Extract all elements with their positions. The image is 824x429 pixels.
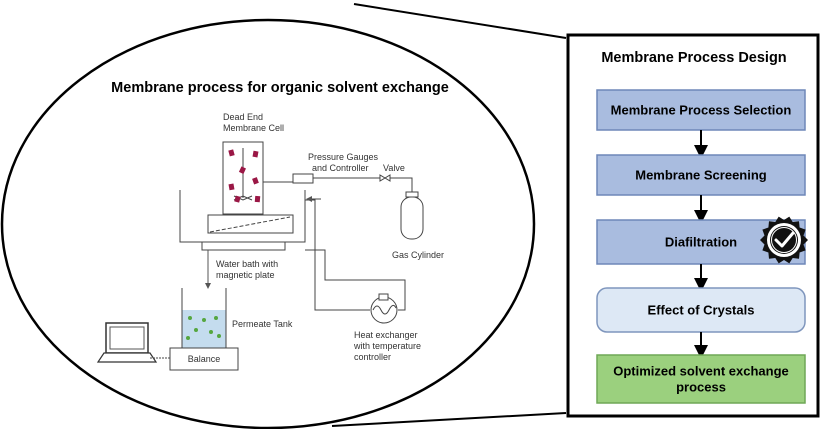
- label-heat-3: controller: [354, 352, 391, 362]
- right-title: Membrane Process Design: [601, 50, 786, 66]
- step-box-5: [596, 354, 806, 404]
- step-label-4: Effect of Crystals: [648, 303, 755, 318]
- step-label-3: Diafiltration: [665, 235, 737, 250]
- label-heat-1: Heat exchanger: [354, 330, 418, 340]
- step-label-5: Optimized solvent exchange: [613, 364, 789, 379]
- label-permeate-tank: Permeate Tank: [232, 319, 293, 329]
- computer-icon: [96, 322, 170, 363]
- label-valve: Valve: [383, 163, 405, 173]
- label-water-bath-2: magnetic plate: [216, 270, 275, 280]
- water-bath: [179, 190, 306, 251]
- permeate-tank: [181, 288, 227, 349]
- left-title: Membrane process for organic solvent exc…: [111, 80, 449, 96]
- gas-line: [263, 173, 413, 195]
- balance: [169, 347, 239, 371]
- step-box-1: [596, 89, 806, 131]
- label-gauges-2: and Controller: [312, 163, 369, 173]
- label-gauges-1: Pressure Gauges: [308, 152, 379, 162]
- step-label-1: Membrane Process Selection: [611, 103, 792, 118]
- connector-line-bottom: [331, 412, 567, 427]
- label-cell-1: Dead End: [223, 112, 263, 122]
- heat-exchanger: [370, 293, 398, 324]
- membrane-cell: [207, 141, 294, 234]
- label-water-bath-1: Water bath with: [216, 259, 278, 269]
- permeate-dots: [186, 316, 221, 340]
- label-heat-2: with temperature: [353, 341, 421, 351]
- crystal-particles: [228, 149, 261, 203]
- label-cell-2: Membrane Cell: [223, 123, 284, 133]
- label-balance: Balance: [188, 354, 221, 364]
- check-badge-icon: [760, 216, 808, 264]
- step-label-5-line2: process: [676, 380, 726, 395]
- gas-cylinder: [400, 191, 424, 240]
- step-label-2: Membrane Screening: [635, 168, 767, 183]
- label-gas-cylinder: Gas Cylinder: [392, 250, 444, 260]
- connector-line-top: [353, 3, 567, 39]
- heat-exchanger-loop: [305, 196, 406, 311]
